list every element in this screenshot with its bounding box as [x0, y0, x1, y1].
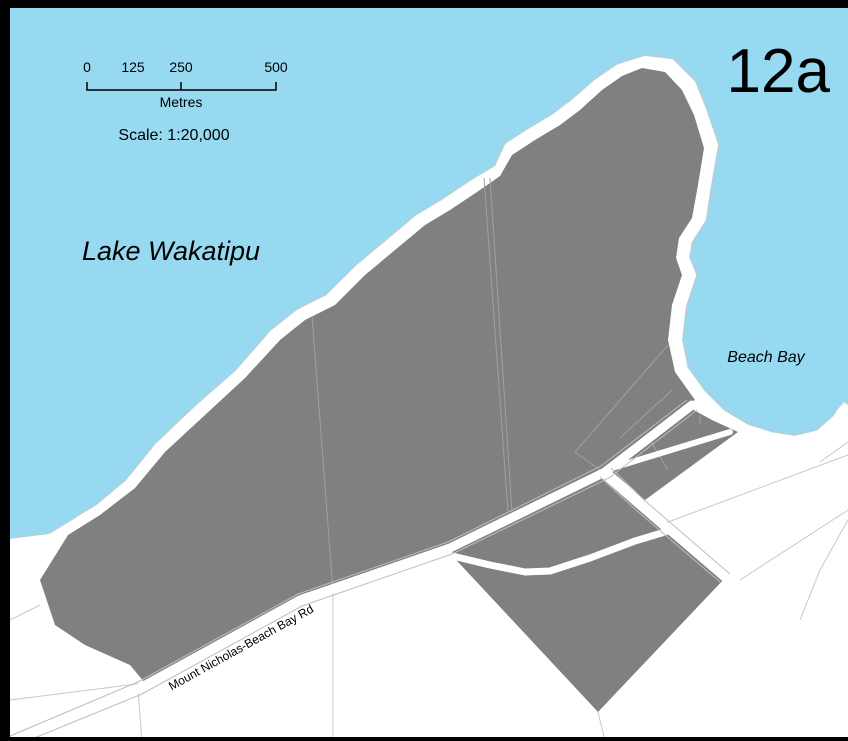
road-spur [436, 528, 669, 576]
scale-tick-125: 125 [121, 59, 145, 75]
scale-tick-500: 500 [264, 59, 288, 75]
map-id-label: 12a [727, 37, 831, 106]
scale-tick-0: 0 [83, 59, 91, 75]
scale-tick-250: 250 [169, 59, 193, 75]
road-main [5, 400, 697, 741]
shoreline-edge [9, 54, 848, 539]
zone-east [610, 408, 738, 500]
road-inner [609, 429, 733, 471]
road-edges [9, 399, 731, 741]
scale-unit: Metres [160, 94, 203, 110]
scale-text: Scale: 1:20,000 [118, 127, 229, 144]
scale-bar-line [86, 82, 277, 91]
scale-bar: 0 125 250 500 Metres Scale: 1:20,000 [83, 59, 288, 144]
road-east [601, 468, 729, 582]
bay-label: Beach Bay [727, 349, 805, 366]
lake-label: Lake Wakatipu [82, 236, 260, 266]
lake-water [10, 8, 848, 545]
shoreline [9, 56, 848, 551]
roads [5, 400, 733, 741]
land-parcel-lines [9, 441, 848, 741]
zone-main [40, 68, 704, 683]
